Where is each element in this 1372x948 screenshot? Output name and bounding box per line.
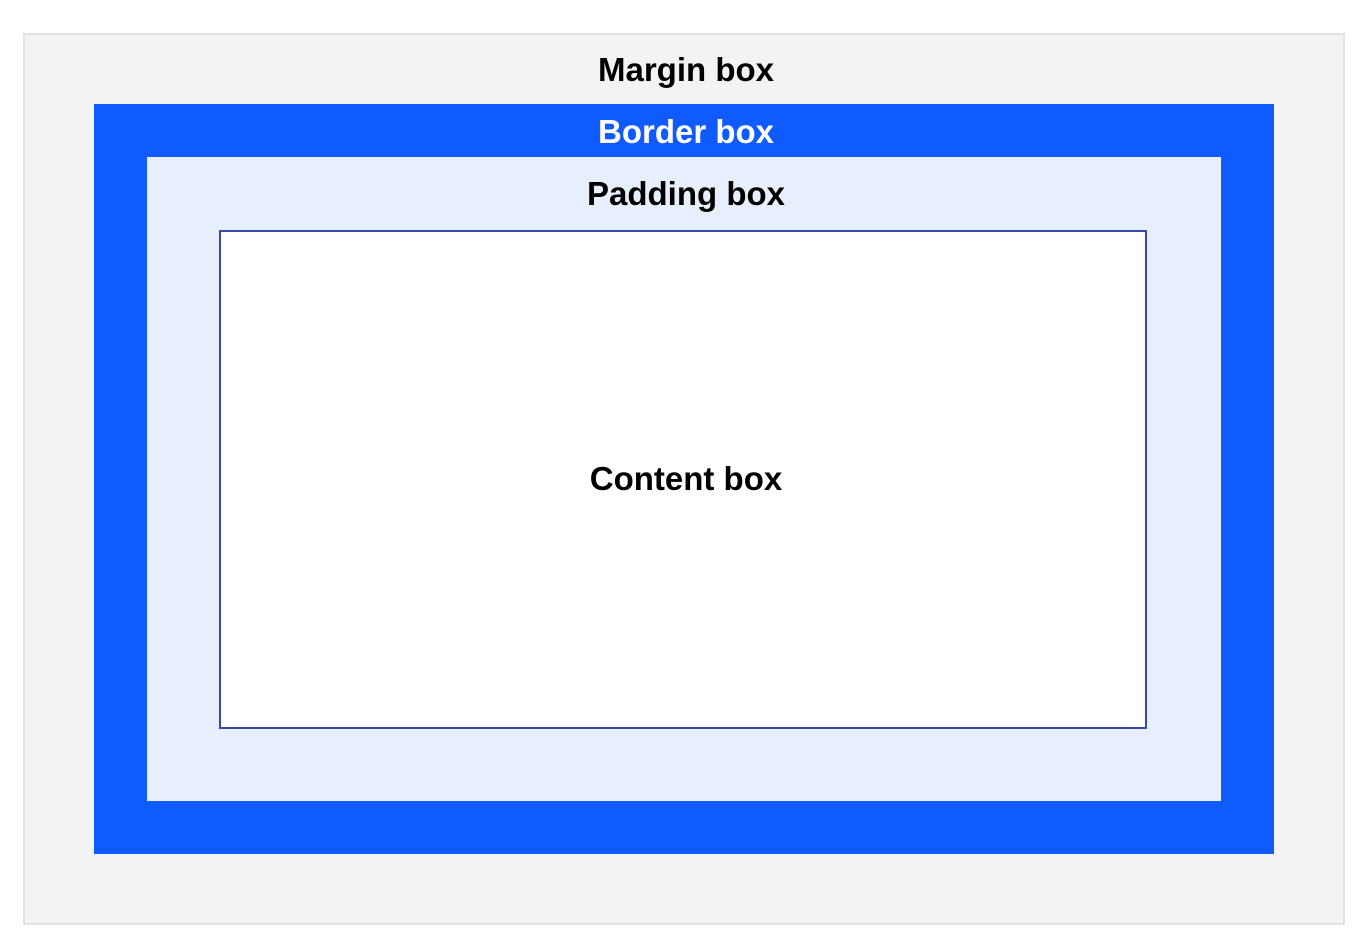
content-box-label: Content box	[589, 460, 783, 497]
border-box-label: Border box	[597, 113, 775, 150]
margin-box-label: Margin box	[597, 51, 774, 88]
padding-box-label: Padding box	[587, 175, 785, 212]
content-box	[219, 230, 1147, 729]
